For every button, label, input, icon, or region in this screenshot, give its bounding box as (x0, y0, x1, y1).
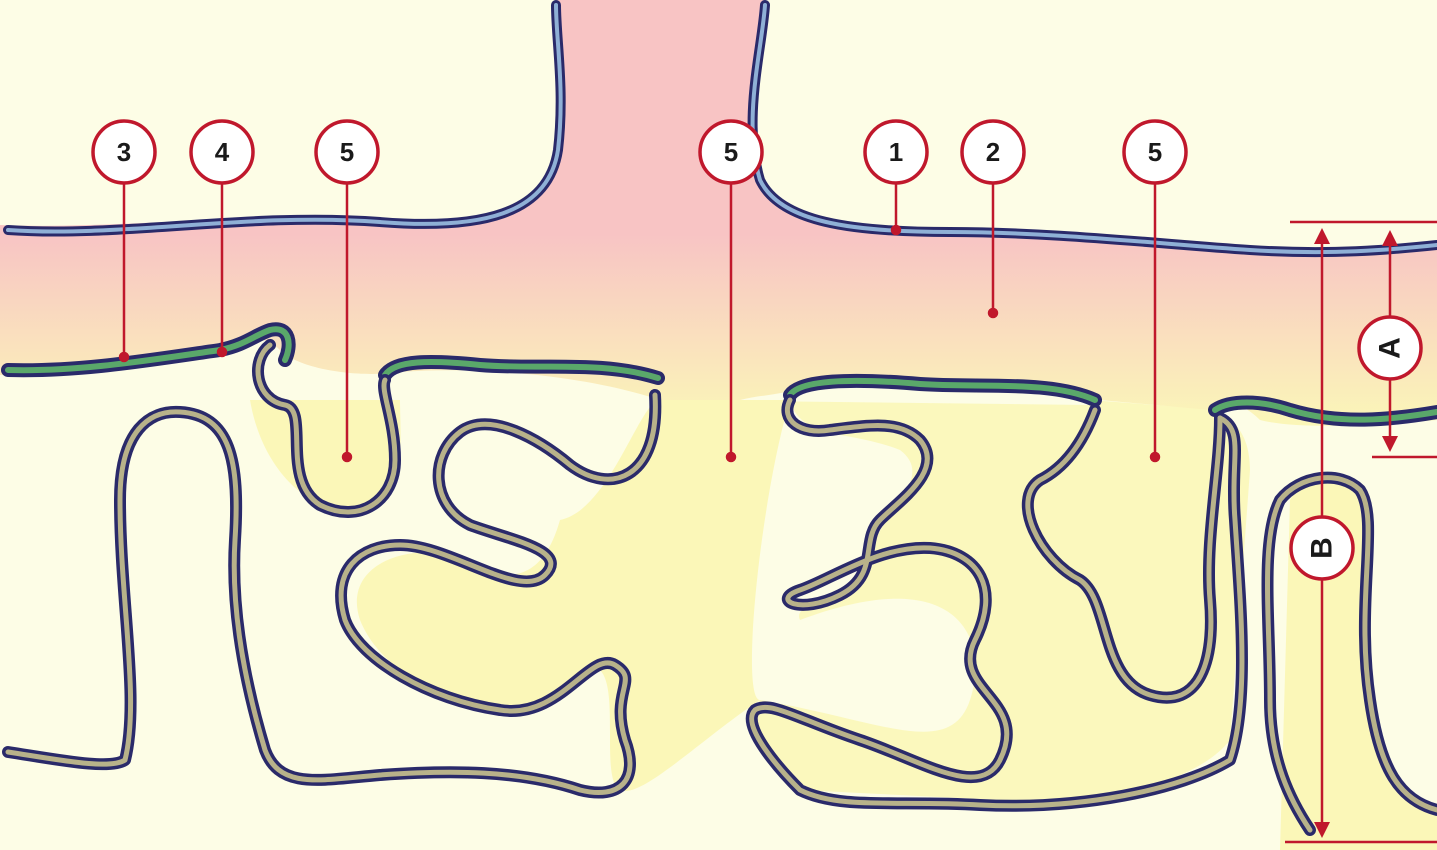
callout-5c: 5 (1122, 119, 1188, 185)
leader-lines (118, 183, 1161, 463)
leader-dot-5c (1149, 451, 1161, 463)
callout-5a: 5 (314, 119, 380, 185)
leader-dot-2 (987, 307, 999, 319)
callout-5b: 5 (698, 119, 764, 185)
callout-label-4: 4 (215, 137, 230, 167)
leader-dot-1 (890, 224, 902, 236)
yellow-channel-mid (356, 400, 790, 792)
leader-dot-4 (216, 346, 228, 358)
callout-2: 2 (960, 119, 1026, 185)
dimension-b-arrow-bottom-icon (1314, 822, 1330, 838)
callout-label-1: 1 (889, 137, 903, 167)
callout-4: 4 (189, 119, 255, 185)
callout-label-5a: 5 (340, 137, 354, 167)
dimension-a: A (1290, 220, 1437, 459)
dimension-a-arrow-top-icon (1382, 230, 1398, 246)
dimension-b-label: B (1306, 537, 1339, 559)
leader-dot-5b (725, 451, 737, 463)
yellow-channel-farleft (0, 390, 250, 770)
callout-1: 1 (863, 119, 929, 185)
leader-dot-3 (118, 351, 130, 363)
callout-label-3: 3 (117, 137, 131, 167)
callout-label-2: 2 (986, 137, 1000, 167)
yellow-channel-left (250, 400, 401, 510)
dimension-a-badge (1357, 315, 1423, 381)
yellow-channel-center (660, 400, 1250, 802)
callout-label-5c: 5 (1148, 137, 1162, 167)
callout-label-5b: 5 (724, 137, 738, 167)
dimension-b: B (1285, 228, 1437, 844)
dimension-b-arrow-top-icon (1314, 228, 1330, 244)
dimension-a-arrow-bottom-icon (1382, 436, 1398, 452)
dimension-b-badge (1289, 515, 1355, 581)
folded-membranes (2, 339, 1437, 836)
dimension-a-label: A (1374, 337, 1407, 359)
callout-3: 3 (91, 119, 157, 185)
pink-region (0, 0, 1437, 426)
leader-dot-5a (341, 451, 353, 463)
